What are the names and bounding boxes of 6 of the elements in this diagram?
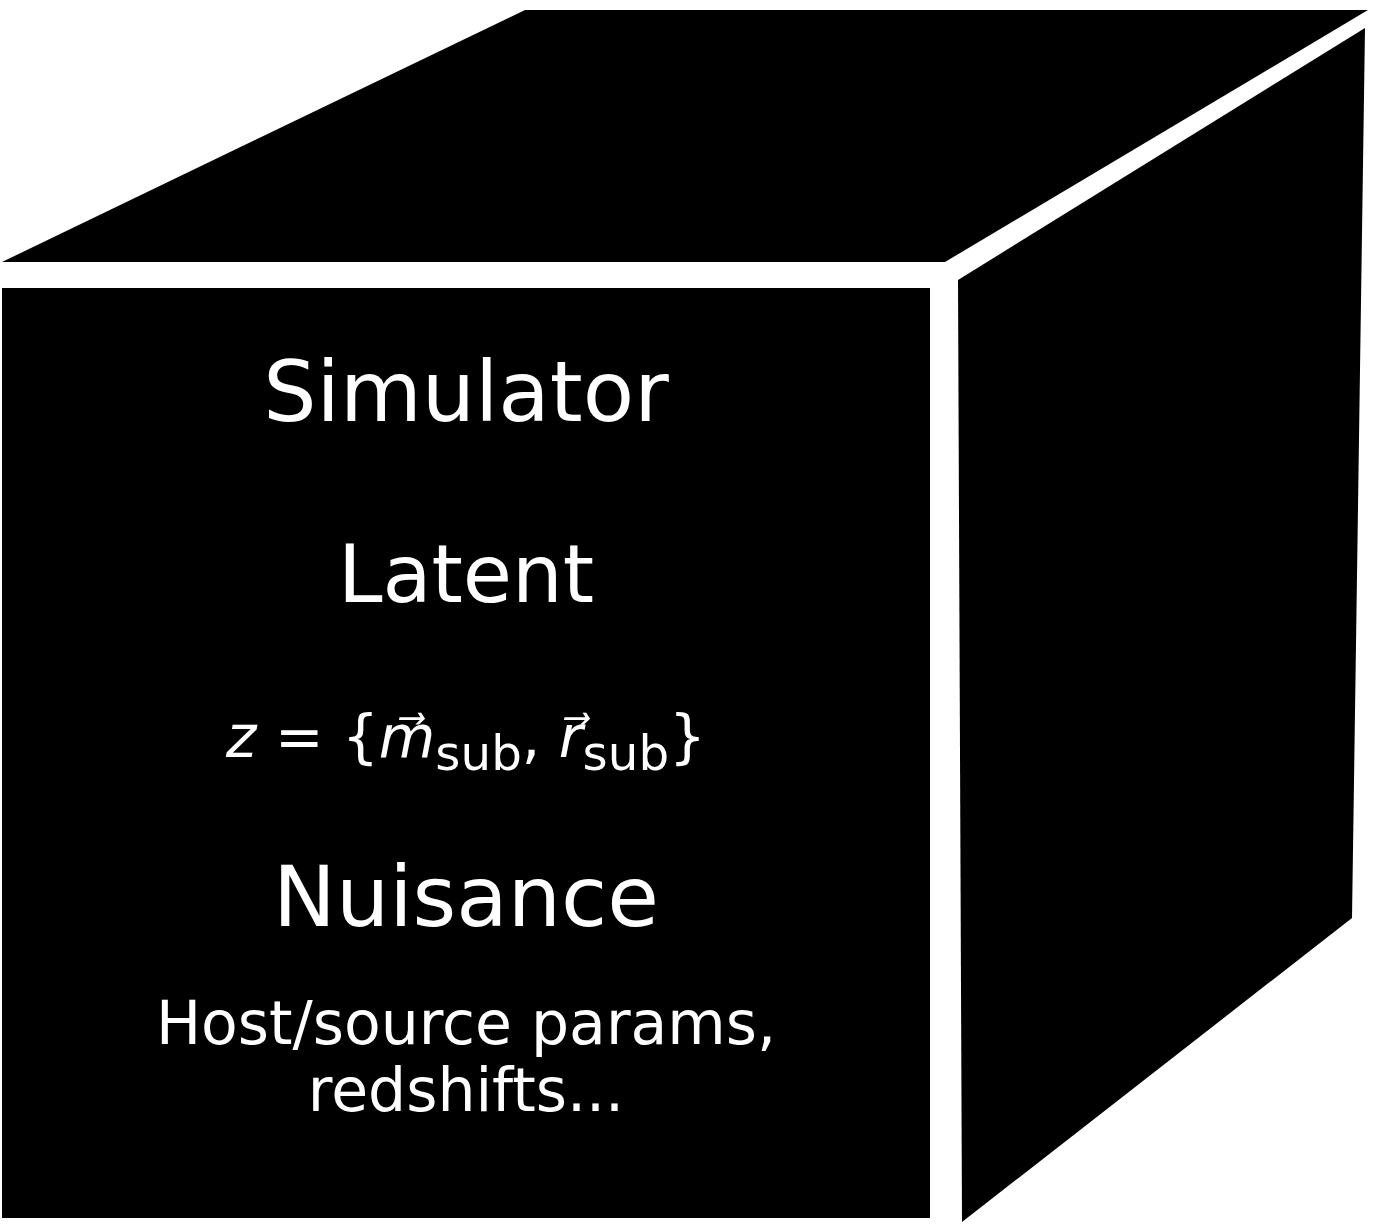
heading-text: Latent [336, 530, 596, 620]
formula-text: z = {m⃗$_{sub}$, r⃗$_{sub}$} [225, 705, 707, 780]
cube-front-face [2, 288, 930, 1218]
heading-text: Nuisance [272, 850, 660, 945]
title-text: Simulator [262, 345, 670, 440]
description-text: Host/source params, redshifts... [154, 990, 778, 1125]
